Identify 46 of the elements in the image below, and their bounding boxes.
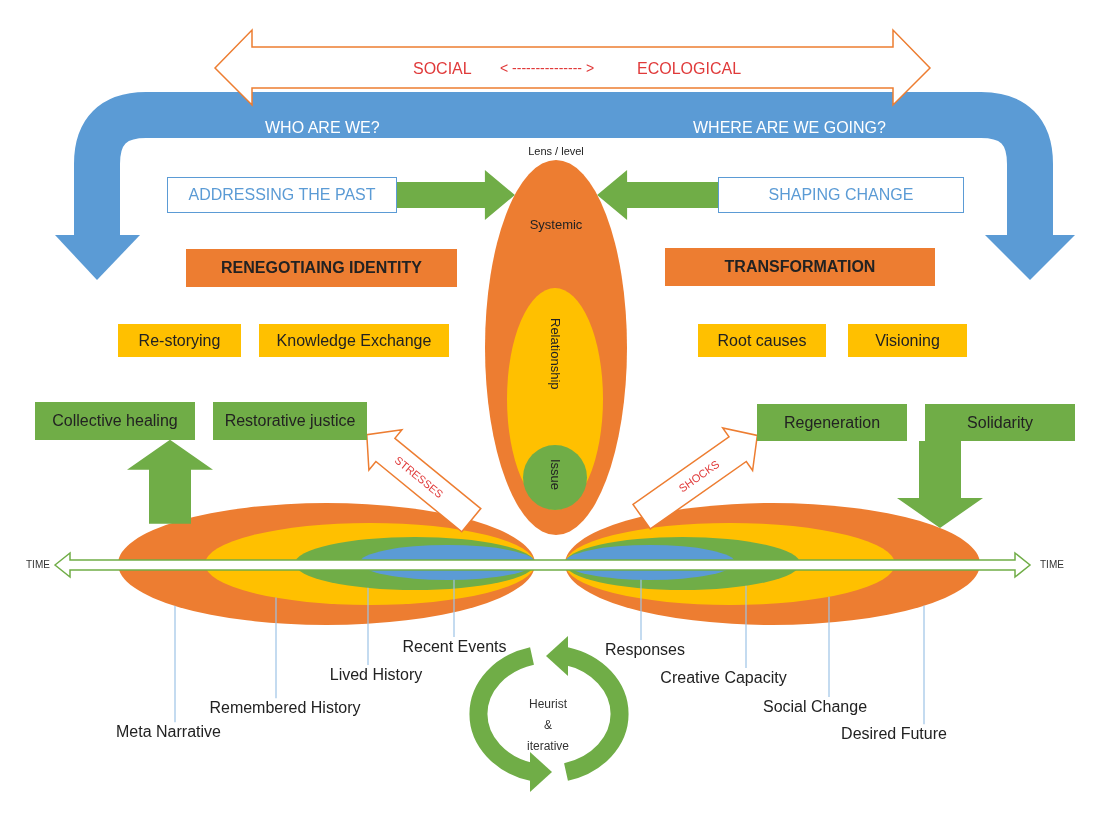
- level-label: Issue: [547, 459, 563, 491]
- scale-label: SOCIAL: [413, 60, 472, 78]
- approach-label-box: SHAPING CHANGE: [718, 177, 964, 213]
- callout-text: Responses: [598, 640, 692, 660]
- level-label: Relationship: [547, 318, 563, 390]
- block-arrow: [597, 170, 719, 220]
- callout-text: Lived History: [322, 665, 430, 685]
- practice-tag: Visioning: [848, 324, 967, 357]
- level-label: Systemic: [529, 217, 583, 232]
- leader-line: [367, 587, 369, 666]
- outcome-tag: Regeneration: [757, 404, 907, 441]
- hollow-arrow: [366, 428, 482, 533]
- cycle-label: Heurist & iterative: [526, 696, 570, 755]
- lens-heading: Lens / level: [528, 145, 584, 157]
- block-arrow: [127, 439, 213, 524]
- leader-line: [745, 585, 747, 669]
- outcome-tag: Solidarity: [925, 404, 1075, 441]
- leader-line: [174, 605, 176, 723]
- question-label: WHO ARE WE?: [265, 119, 380, 137]
- practice-tag: Knowledge Exchange: [259, 324, 449, 357]
- leader-line: [275, 597, 277, 699]
- practice-tag: Re-storying: [118, 324, 241, 357]
- callout-text: Social Change: [757, 697, 873, 717]
- block-arrow: [396, 170, 515, 220]
- scale-label: < --------------- >: [500, 60, 595, 76]
- callout-text: Desired Future: [832, 724, 956, 744]
- callout-text: Creative Capacity: [651, 668, 796, 688]
- outcome-tag: Restorative justice: [213, 402, 367, 440]
- scale-label: ECOLOGICAL: [637, 60, 742, 78]
- callout-text: Remembered History: [199, 698, 371, 718]
- block-arrow: [897, 441, 983, 528]
- callout-text: Recent Events: [396, 637, 513, 657]
- theme-banner: RENEGOTIAING IDENTITY: [186, 249, 457, 287]
- theme-banner: TRANSFORMATION: [665, 248, 935, 286]
- outcome-tag: Collective healing: [35, 402, 195, 440]
- axis-label: TIME: [1040, 559, 1064, 570]
- leader-line: [453, 579, 455, 638]
- callout-text: Meta Narrative: [100, 722, 237, 742]
- axis-label: TIME: [26, 559, 50, 570]
- leader-line: [828, 596, 830, 698]
- practice-tag: Root causes: [698, 324, 826, 357]
- question-label: WHERE ARE WE GOING?: [693, 119, 886, 137]
- hollow-arrow: [631, 426, 759, 530]
- leader-line: [640, 579, 642, 641]
- approach-label-box: ADDRESSING THE PAST: [167, 177, 397, 213]
- leader-line: [923, 604, 925, 725]
